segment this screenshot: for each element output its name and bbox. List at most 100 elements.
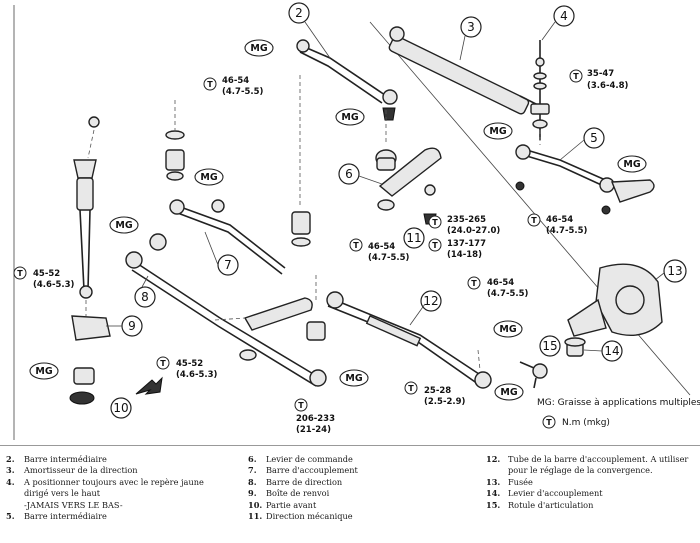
tie-rod-tube bbox=[326, 291, 492, 389]
torque-wrench-icon: T bbox=[467, 276, 481, 290]
torque-spec-11: T 25-28(2.5-2.9) bbox=[404, 381, 466, 407]
callout-14: 14 bbox=[601, 340, 623, 362]
svg-text:45-52: 45-52 bbox=[33, 269, 60, 279]
svg-text:MG: MG bbox=[200, 172, 217, 183]
legend-column-2: 6.Levier de commande 7.Barre d'accouplem… bbox=[248, 454, 468, 522]
svg-text:T: T bbox=[432, 218, 438, 227]
callout-7: 7 bbox=[217, 254, 239, 276]
torque-spec-9: T 45-52(4.6-5.3) bbox=[156, 356, 218, 380]
torque-wrench-icon: T bbox=[569, 69, 583, 83]
svg-text:6: 6 bbox=[345, 167, 353, 181]
torque-wrench-icon: T bbox=[13, 266, 27, 280]
torque-spec-8: T 46-54(4.7-5.5) bbox=[467, 276, 529, 299]
torque-spec-3: T 46-54(4.7-5.5) bbox=[527, 213, 588, 236]
legend-item: 7.Barre d'accouplement bbox=[248, 465, 358, 476]
steering-knuckle bbox=[567, 263, 663, 337]
svg-text:(2.5-2.9): (2.5-2.9) bbox=[424, 397, 466, 407]
svg-text:46-54: 46-54 bbox=[487, 278, 514, 288]
ball-joint bbox=[519, 361, 548, 389]
svg-text:3: 3 bbox=[467, 20, 475, 34]
control-lever bbox=[375, 147, 442, 225]
callout-10: 10 bbox=[110, 397, 132, 419]
svg-text:206-233: 206-233 bbox=[296, 414, 335, 424]
svg-text:MG: MG bbox=[345, 373, 362, 384]
legend-column-3: 12.Tube de la barre d'accouplement. A ut… bbox=[486, 454, 696, 511]
legend-item: 5.Barre intermédiaire bbox=[6, 511, 107, 522]
svg-text:8: 8 bbox=[141, 290, 149, 304]
torque-wrench-icon: T bbox=[349, 238, 363, 252]
svg-text:12: 12 bbox=[423, 294, 438, 308]
callout-6: 6 bbox=[338, 163, 360, 185]
svg-text:13: 13 bbox=[667, 264, 682, 278]
svg-text:MG: MG bbox=[499, 324, 516, 335]
legend-item: 4.A positionner toujours avec le repère … bbox=[6, 476, 204, 487]
svg-text:T: T bbox=[408, 384, 414, 393]
svg-text:235-265: 235-265 bbox=[447, 215, 486, 225]
torque-wrench-icon: T bbox=[156, 356, 170, 370]
mg-label-8: MG bbox=[29, 362, 59, 380]
svg-text:T: T bbox=[531, 216, 537, 225]
svg-text:MG: MG bbox=[341, 112, 358, 123]
svg-text:(24.0-27.0): (24.0-27.0) bbox=[447, 226, 500, 236]
svg-text:T: T bbox=[471, 279, 477, 288]
svg-text:46-54: 46-54 bbox=[546, 215, 573, 225]
svg-text:(4.7-5.5): (4.7-5.5) bbox=[546, 226, 588, 236]
legend-item: 10.Partie avant bbox=[248, 499, 317, 510]
svg-text:5: 5 bbox=[590, 131, 598, 145]
mg-label-key: MG bbox=[494, 383, 524, 401]
svg-text:(4.6-5.3): (4.6-5.3) bbox=[33, 280, 75, 290]
callout-3: 3 bbox=[460, 16, 482, 38]
legend-item: 11.Direction mécanique bbox=[248, 511, 353, 522]
callout-15: 15 bbox=[539, 335, 561, 357]
svg-text:(3.6-4.8): (3.6-4.8) bbox=[587, 81, 629, 91]
svg-text:MG: MG bbox=[489, 126, 506, 137]
idler-arm-box bbox=[69, 116, 111, 405]
svg-text:25-28: 25-28 bbox=[424, 386, 451, 396]
svg-text:7: 7 bbox=[224, 258, 232, 272]
key-torque-unit: N.m (mkg) bbox=[562, 418, 610, 428]
mg-label-9: MG bbox=[339, 369, 369, 387]
legend-item: 9.Boîte de renvoi bbox=[248, 488, 330, 499]
svg-text:45-52: 45-52 bbox=[176, 359, 203, 369]
mg-label-6: MG bbox=[109, 216, 139, 234]
tie-rod-upper bbox=[165, 130, 286, 275]
torque-spec-6: T 46-54(4.7-5.5) bbox=[349, 238, 410, 263]
legend-item: 14.Levier d'accouplement bbox=[486, 488, 603, 499]
torque-wrench-icon: T bbox=[428, 215, 442, 229]
svg-text:MG: MG bbox=[623, 159, 640, 170]
mg-label-4: MG bbox=[617, 155, 647, 173]
mg-label-3: MG bbox=[483, 122, 513, 140]
mg-label-7: MG bbox=[493, 320, 523, 338]
legend-item: 6.Levier de commande bbox=[248, 454, 353, 464]
front-direction-arrow-icon bbox=[135, 376, 163, 395]
legend-item: 3.Amortisseur de la direction bbox=[6, 465, 138, 476]
torque-wrench-icon: T bbox=[294, 398, 308, 412]
svg-text:T: T bbox=[432, 241, 438, 250]
svg-text:46-54: 46-54 bbox=[368, 242, 395, 252]
callout-5: 5 bbox=[583, 127, 605, 149]
callout-2: 2 bbox=[288, 2, 310, 24]
steering-damper bbox=[388, 26, 541, 115]
callout-4: 4 bbox=[553, 5, 575, 27]
svg-text:(4.7-5.5): (4.7-5.5) bbox=[487, 289, 529, 299]
legend-item: 15.Rotule d'articulation bbox=[486, 499, 594, 510]
callout-8: 8 bbox=[134, 286, 156, 308]
svg-text:(4.7-5.5): (4.7-5.5) bbox=[368, 253, 410, 263]
mg-label-5: MG bbox=[194, 168, 224, 186]
svg-text:4: 4 bbox=[560, 9, 568, 23]
legend-item: 2.Barre intermédiaire bbox=[6, 454, 107, 464]
coupling-lever-parts bbox=[564, 337, 586, 357]
legend-item: 8.Barre de direction bbox=[248, 476, 343, 487]
svg-text:MG: MG bbox=[35, 366, 52, 377]
svg-text:137-177: 137-177 bbox=[447, 239, 486, 249]
torque-spec-1: T 46-54(4.7-5.5) bbox=[203, 76, 264, 97]
torque-wrench-icon: T bbox=[428, 238, 442, 252]
legend-item: pour le réglage de la convergence. bbox=[508, 465, 653, 476]
svg-text:MG: MG bbox=[500, 387, 517, 398]
svg-text:MG: MG bbox=[115, 220, 132, 231]
steering-linkage-diagram: 2 3 4 5 6 7 8 9 10 11 12 13 14 15 MG MG … bbox=[13, 2, 700, 440]
torque-wrench-icon: T bbox=[542, 415, 556, 429]
center-relay-lever bbox=[239, 211, 326, 361]
legend-item: 13.Fusée bbox=[486, 476, 533, 487]
torque-wrench-icon: T bbox=[404, 381, 418, 395]
